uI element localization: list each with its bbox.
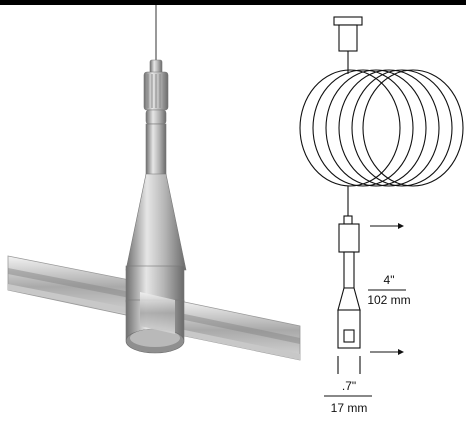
top-border [0, 0, 466, 5]
height-mm-label: 102 mm [367, 293, 410, 307]
width-mm-label: 17 mm [331, 401, 368, 415]
width-inches-label: .7" [342, 379, 356, 393]
width-dimension-marks [324, 356, 372, 397]
product-photo [7, 5, 301, 361]
standoff-body [125, 123, 187, 271]
monorail-front [140, 292, 175, 334]
height-dimension-marks [368, 223, 406, 355]
height-inches-label: 4" [384, 273, 395, 287]
cable-gripper [143, 59, 169, 125]
standoff [337, 251, 361, 311]
adjuster [338, 215, 360, 253]
line-drawing [299, 16, 464, 397]
monorail-right [174, 299, 301, 361]
canopy [333, 16, 363, 52]
connector [337, 309, 361, 349]
coiled-cable [299, 69, 464, 187]
monorail-left [7, 255, 141, 319]
